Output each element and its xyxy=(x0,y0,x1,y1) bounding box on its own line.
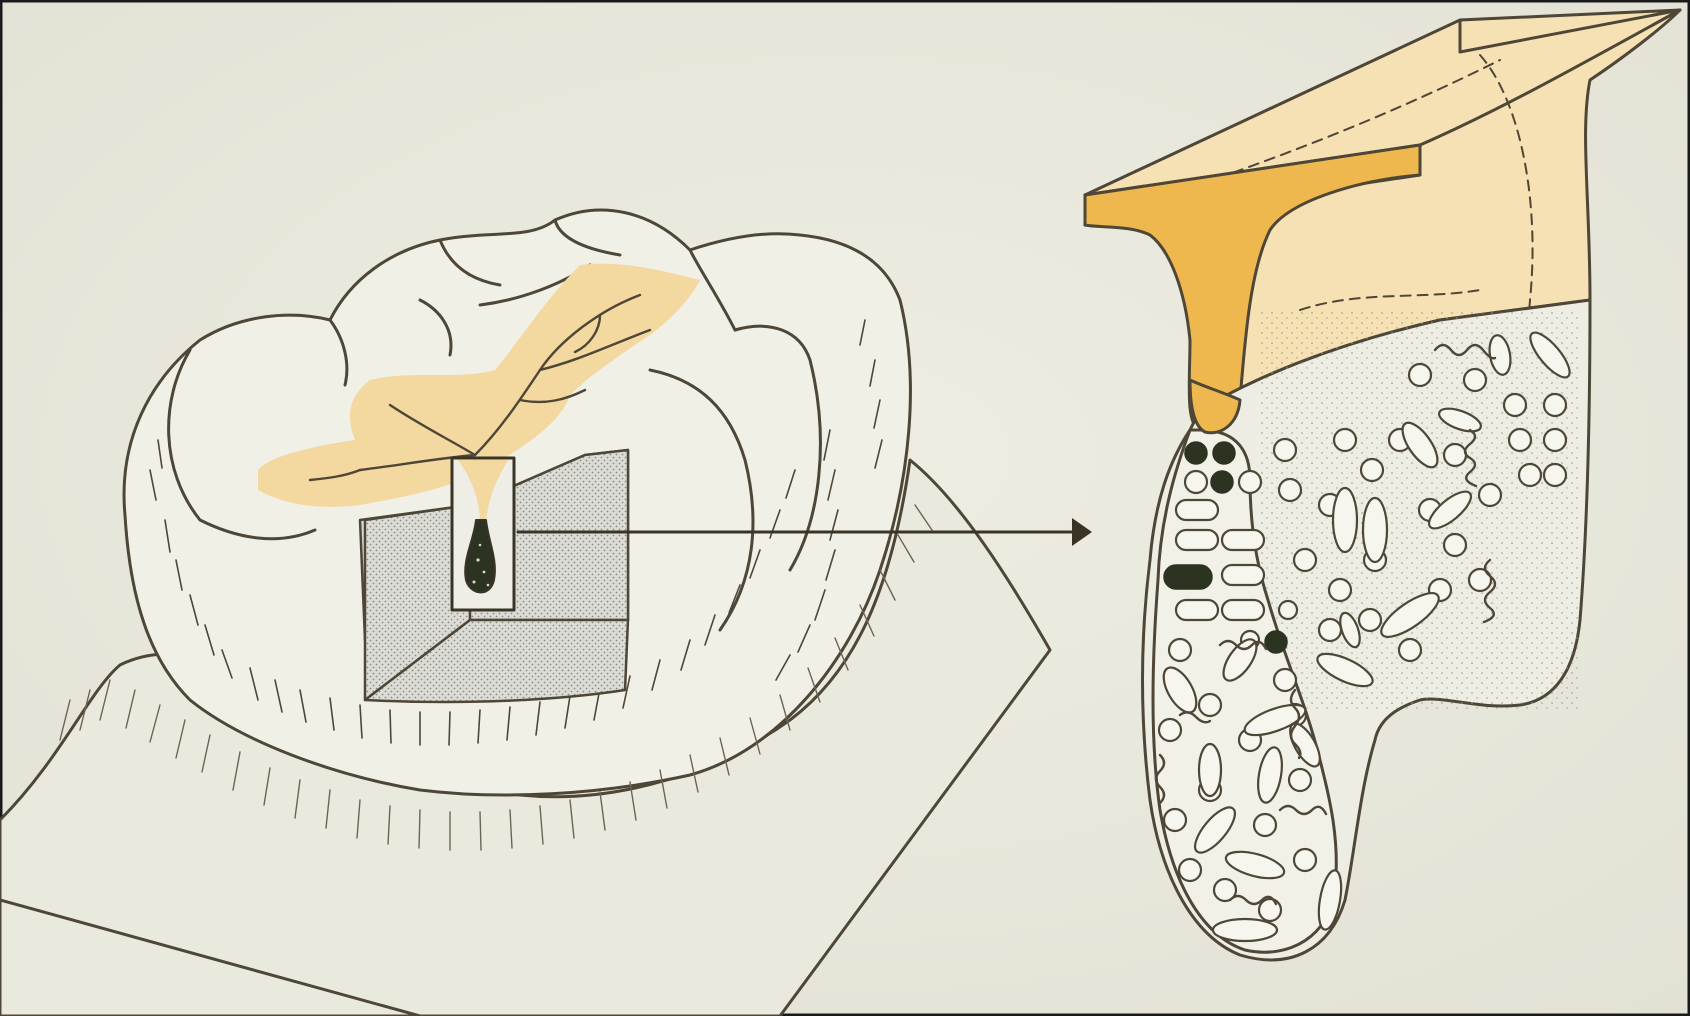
diagram-slide xyxy=(0,0,1690,1016)
fissure-caries-diagram xyxy=(0,0,1690,1016)
